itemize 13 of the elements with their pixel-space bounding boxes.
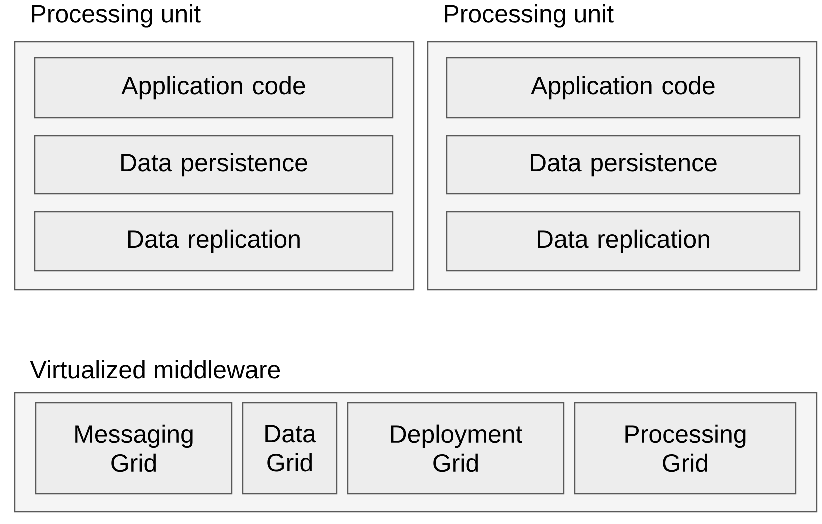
container-heading: Processing unit [445,4,614,28]
module-box: Processing Grid [574,402,797,495]
module-box: Data persistence [34,135,394,195]
module-box: Application code [34,57,394,119]
module-box: Data persistence [446,135,801,195]
container-heading: Virtualized middleware [30,360,280,379]
module-box: Data replication [34,211,394,272]
module-box: Deployment Grid [347,402,565,495]
module-box: Application code [446,57,801,119]
module-box: Data Grid [242,402,338,495]
module-box: Data replication [446,211,801,272]
module-box: Messaging Grid [35,402,233,495]
container-heading: Processing unit [32,4,201,28]
